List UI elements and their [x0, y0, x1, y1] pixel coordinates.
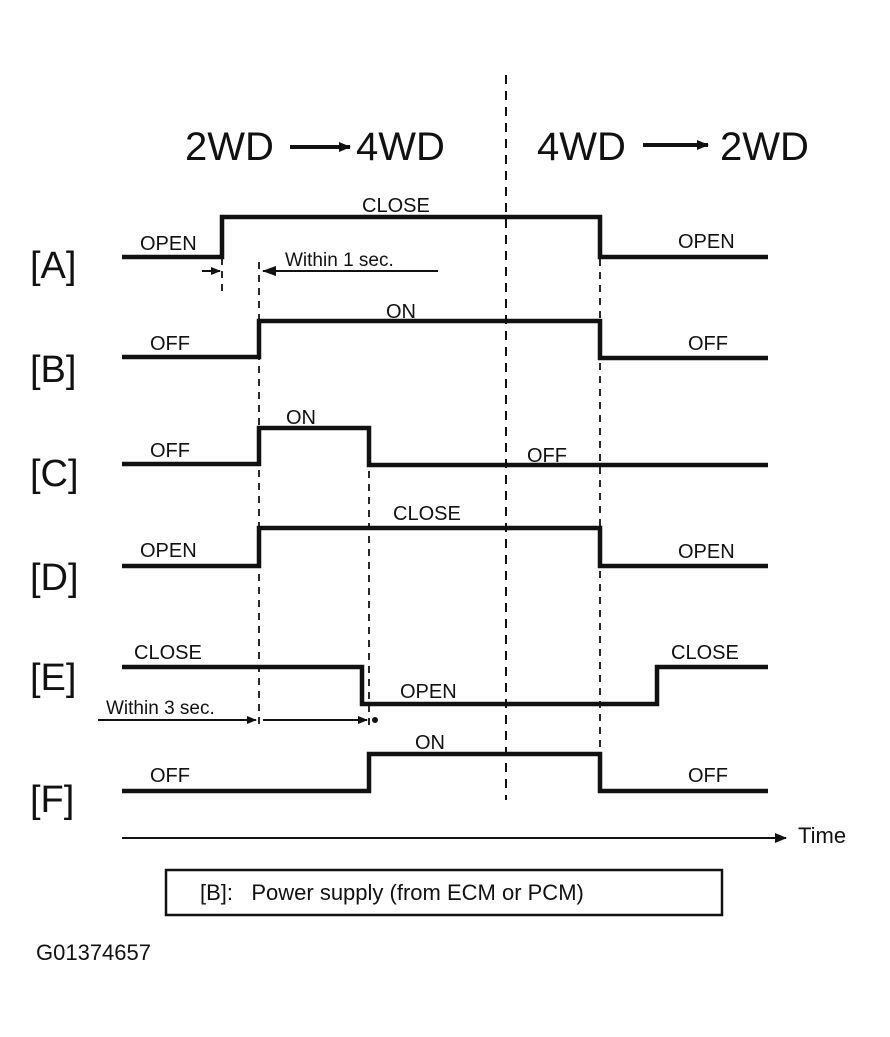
state-b-during: ON: [386, 301, 416, 323]
state-a-before: OPEN: [140, 233, 197, 255]
within-3-label: Within 3 sec.: [106, 698, 215, 719]
state-f-before: OFF: [150, 765, 190, 787]
waveform-d: [122, 525, 768, 569]
state-a-during: CLOSE: [362, 195, 430, 217]
state-f-during: ON: [415, 732, 445, 754]
caption-text: [B]: Power supply (from ECM or PCM): [200, 880, 584, 905]
header-right-from: 4WD: [537, 125, 626, 169]
state-e-before: CLOSE: [134, 642, 202, 664]
waveform-f: [122, 751, 768, 794]
within-3-end-dot: [372, 717, 378, 723]
state-d-after: OPEN: [678, 541, 735, 563]
waveform-e: [122, 664, 768, 707]
waveform-b: [122, 318, 768, 361]
state-b-before: OFF: [150, 333, 190, 355]
row-label-f: [F]: [30, 779, 74, 821]
row-label-b: [B]: [30, 349, 76, 391]
state-d-during: CLOSE: [393, 503, 461, 525]
state-e-during: OPEN: [400, 681, 457, 703]
figure-code: G01374657: [36, 940, 151, 965]
waveform-c: [122, 425, 768, 468]
state-c-before: OFF: [150, 440, 190, 462]
row-label-d: [D]: [30, 557, 79, 599]
within-1-label: Within 1 sec.: [285, 250, 394, 271]
time-axis-label: Time: [798, 823, 846, 848]
header-left-to: 4WD: [356, 125, 445, 169]
state-d-before: OPEN: [140, 540, 197, 562]
state-c-during: ON: [286, 407, 316, 429]
state-a-after: OPEN: [678, 231, 735, 253]
within-1-arrowhead: [262, 266, 276, 276]
row-label-c: [C]: [30, 453, 79, 495]
header-right-to: 2WD: [720, 125, 809, 169]
waveform-a: [122, 214, 768, 260]
state-f-after: OFF: [688, 765, 728, 787]
state-e-after: CLOSE: [671, 642, 739, 664]
row-label-a: [A]: [30, 245, 76, 287]
state-c-after: OFF: [527, 445, 567, 467]
row-label-e: [E]: [30, 657, 76, 699]
header-left-from: 2WD: [185, 125, 274, 169]
state-b-after: OFF: [688, 333, 728, 355]
caption-box: [164, 868, 724, 917]
